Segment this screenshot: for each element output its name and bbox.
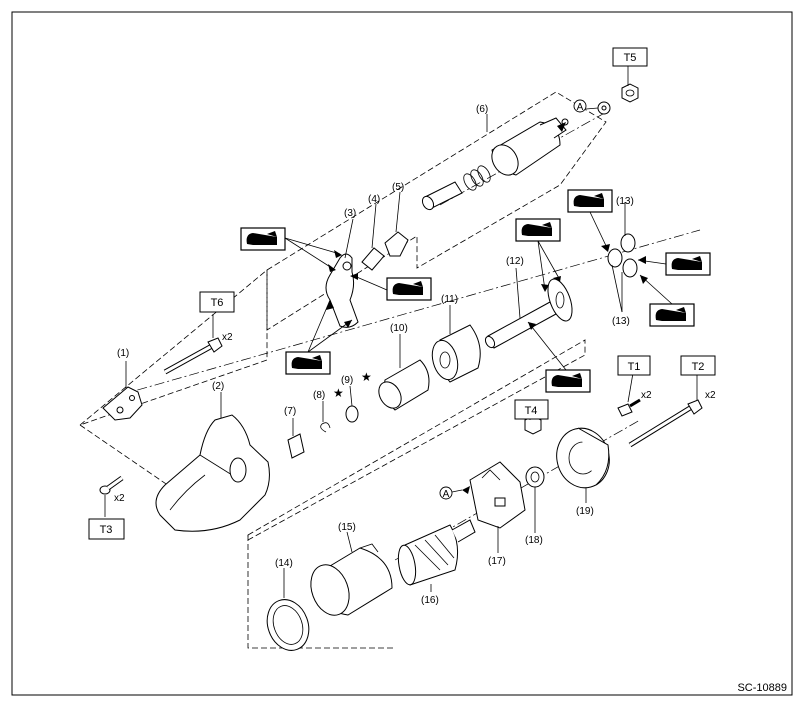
part-label-17: (17)	[488, 556, 506, 567]
star-mark: ★	[361, 370, 372, 384]
t1-bolt	[617, 398, 641, 417]
part-label-13-bottom: (13)	[612, 316, 630, 327]
part-label-12: (12)	[506, 256, 524, 267]
bushing-18	[525, 466, 545, 488]
svg-text:T1: T1	[628, 361, 641, 373]
part-label-10: (10)	[390, 323, 408, 334]
svg-text:T5: T5	[624, 52, 637, 64]
part-label-5: (5)	[392, 182, 404, 193]
svg-text:T6: T6	[211, 297, 224, 309]
part-label-11: (11)	[441, 294, 458, 305]
grease-icons	[240, 189, 711, 393]
front-housing	[155, 414, 270, 532]
left-dash-line	[79, 424, 173, 489]
axis-line-1	[119, 229, 701, 396]
planetary-gears	[607, 233, 638, 278]
armature-shaft	[484, 278, 573, 349]
stopper	[345, 405, 359, 423]
star-mark: ★	[333, 386, 344, 400]
part-label-14: (14)	[275, 558, 293, 569]
plate	[384, 231, 409, 257]
solenoid-switch	[421, 117, 569, 211]
drive-lever	[325, 253, 359, 328]
part-label-3: (3)	[344, 208, 356, 219]
qty-t3: x2	[114, 493, 125, 504]
frame-border	[11, 11, 793, 696]
torque-t2: T2	[680, 355, 716, 376]
part-label-18: (18)	[525, 535, 543, 546]
figure-id: SC-10889	[737, 682, 787, 694]
t6-bolt	[163, 337, 223, 375]
snap-ring	[320, 422, 331, 433]
part-label-9: (9)	[341, 375, 353, 386]
part-label-6: (6)	[476, 104, 488, 115]
svg-text:T3: T3	[100, 524, 113, 536]
brush-holder	[469, 461, 526, 529]
part-label-7: (7)	[284, 406, 296, 417]
bushing	[287, 433, 305, 459]
svg-text:A: A	[577, 102, 584, 113]
ref-a-top: A	[573, 99, 587, 113]
torque-t1: T1	[617, 355, 651, 376]
torque-t4: T4	[514, 399, 549, 420]
part-label-19: (19)	[576, 506, 594, 517]
part-label-8: (8)	[313, 390, 325, 401]
left-dash-box	[79, 269, 268, 426]
arrowheads	[326, 122, 648, 494]
part-label-1: (1)	[117, 348, 129, 359]
part-label-15: (15)	[338, 522, 356, 533]
internal-gear	[431, 324, 481, 383]
armature	[397, 519, 476, 586]
svg-text:A: A	[443, 489, 450, 500]
torque-t3: T3	[88, 518, 125, 540]
t3-bolt	[99, 475, 124, 495]
solenoid-dash-box	[266, 91, 607, 331]
bracket	[102, 386, 143, 421]
torque-t6: T6	[199, 291, 235, 313]
yoke	[310, 543, 393, 616]
part-label-4: (4)	[368, 194, 380, 205]
grease-icon	[649, 303, 695, 327]
lower-dash-line	[247, 535, 393, 649]
grease-icon	[567, 189, 613, 213]
part-label-16: (16)	[421, 595, 439, 606]
qty-t1: x2	[641, 390, 652, 401]
part-label-13-top: (13)	[616, 196, 634, 207]
rear-housing	[556, 427, 610, 489]
torque-t5: T5	[612, 47, 648, 67]
grease-icon	[665, 252, 711, 276]
ref-a-bottom: A	[439, 486, 453, 500]
packing	[361, 247, 385, 271]
t2-bolt	[628, 399, 703, 448]
grease-icon	[515, 218, 561, 242]
leader-lines	[104, 66, 698, 598]
part-labels: (6) (3) (4) (5) (13) (12) (11) (13) (10)…	[117, 104, 634, 606]
qty-t2: x2	[705, 390, 716, 401]
svg-text:T4: T4	[525, 405, 538, 417]
grease-icon	[386, 277, 432, 301]
part-label-2: (2)	[212, 381, 224, 392]
grease-icon	[285, 351, 331, 375]
svg-text:T2: T2	[692, 361, 705, 373]
qty-t6: x2	[222, 332, 233, 343]
overrunning-clutch	[378, 359, 430, 411]
grease-icon	[545, 369, 591, 393]
nut	[621, 83, 639, 103]
rear-cover	[266, 599, 310, 651]
grease-icon	[240, 227, 286, 251]
